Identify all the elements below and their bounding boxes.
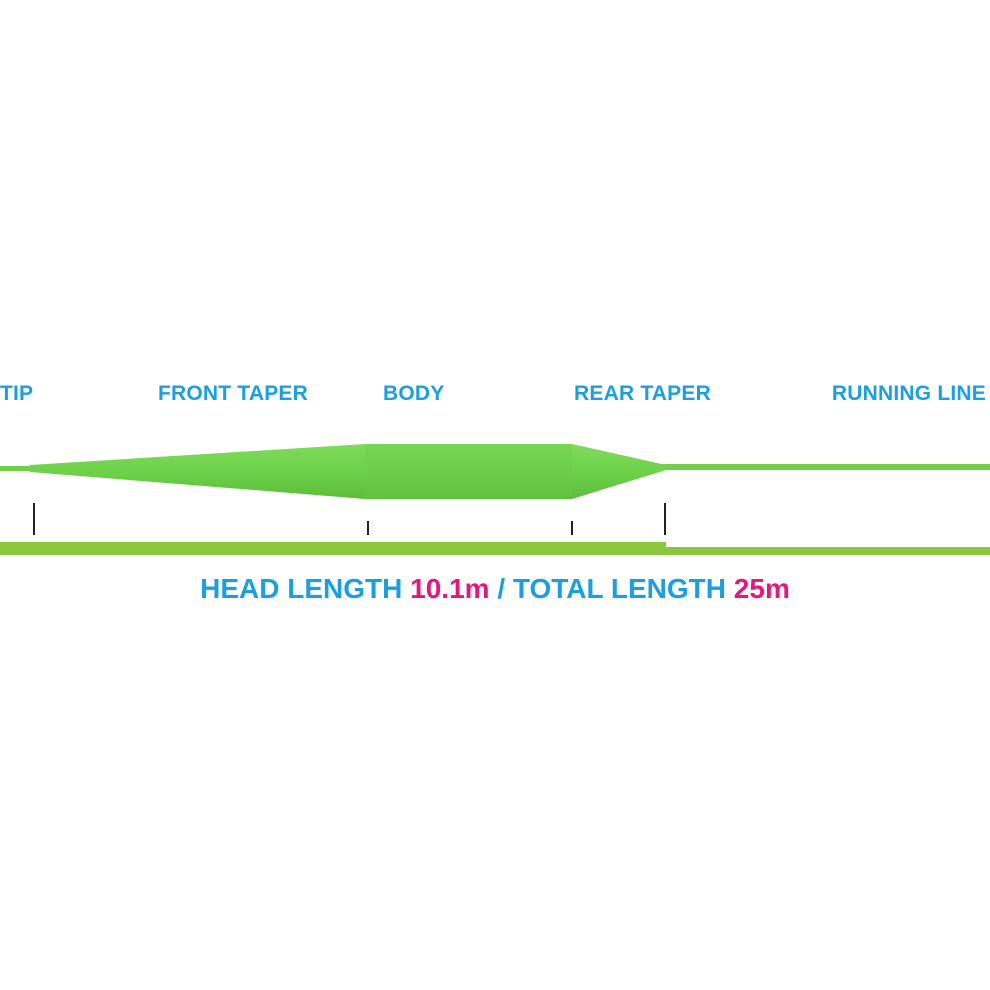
running-line — [655, 464, 990, 470]
section-label-front-taper: FRONT TAPER — [158, 382, 308, 405]
body-segment — [365, 444, 572, 499]
total-length-value: 25m — [733, 573, 790, 604]
section-label-running-line: RUNNING LINE — [831, 382, 986, 405]
head-profile — [30, 444, 666, 499]
tip-line — [0, 466, 40, 471]
head-length-label: HEAD LENGTH — [200, 573, 411, 604]
running-length-bar — [666, 547, 990, 555]
section-label-rear-taper: REAR TAPER — [574, 382, 711, 405]
length-caption: HEAD LENGTH 10.1m / TOTAL LENGTH 25m — [0, 572, 990, 606]
head-length-bar — [0, 542, 666, 555]
total-length-label: / TOTAL LENGTH — [489, 573, 734, 604]
section-label-body: BODY — [383, 382, 445, 405]
head-length-value: 10.1m — [410, 573, 490, 604]
section-label-tip: TIP — [0, 382, 34, 405]
